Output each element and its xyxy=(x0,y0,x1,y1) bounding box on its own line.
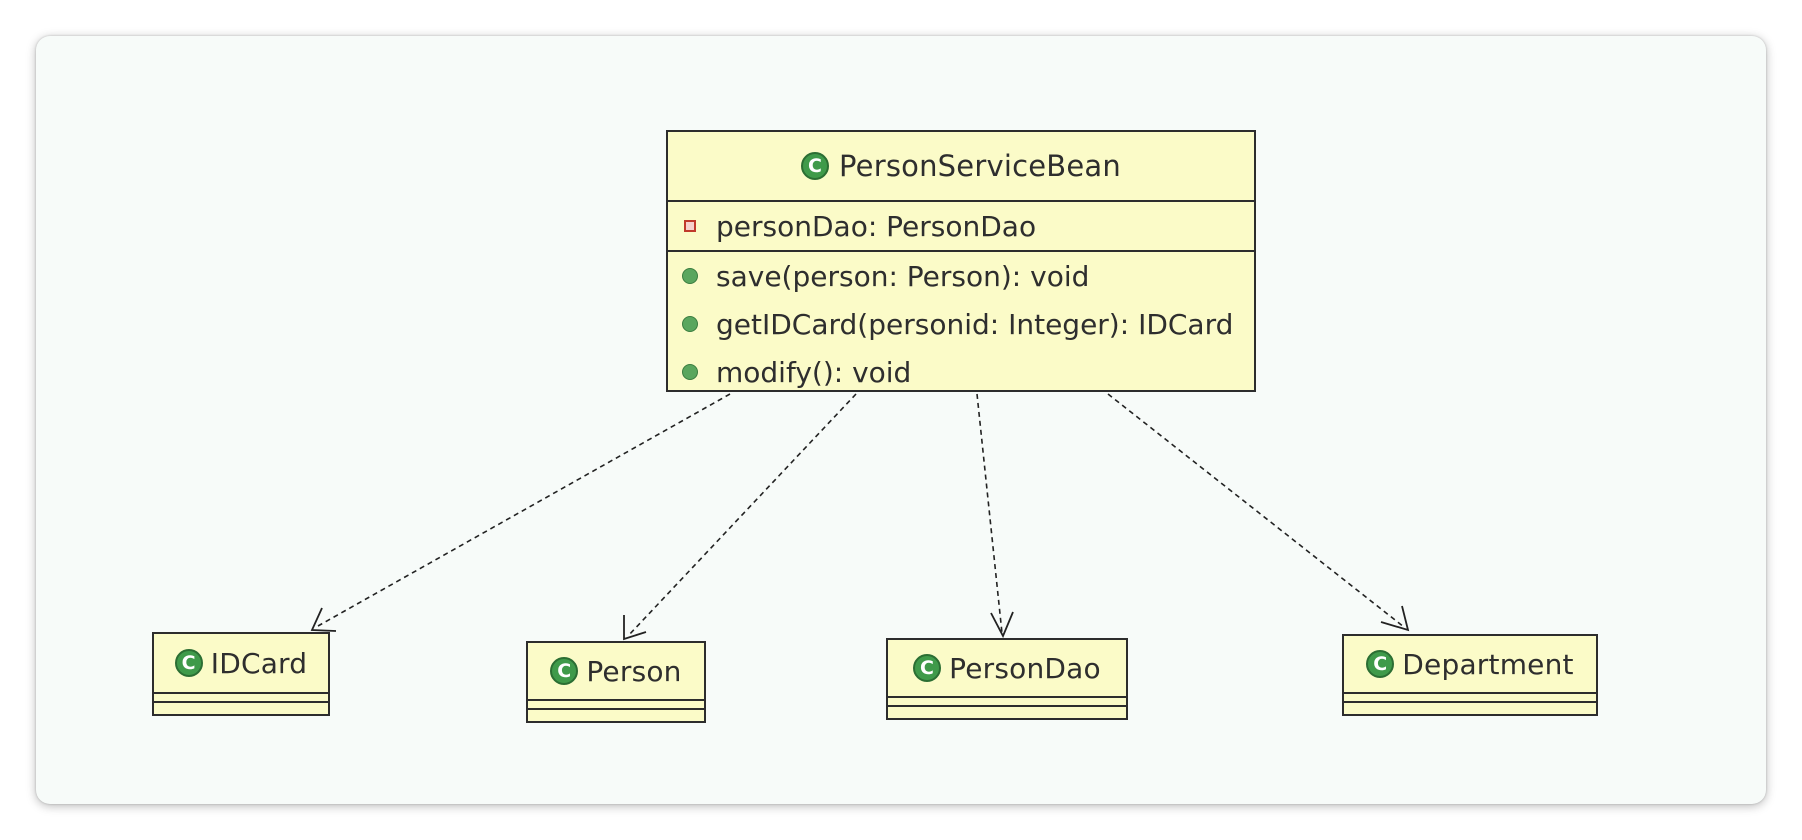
class-box-personservicebean[interactable]: C PersonServiceBean personDao: PersonDao… xyxy=(666,130,1256,392)
class-header: C Person xyxy=(528,643,704,699)
class-box-person[interactable]: C Person xyxy=(526,641,706,723)
class-c-icon: C xyxy=(801,152,830,180)
dependency-line-department xyxy=(1107,393,1405,628)
class-name: Person xyxy=(586,654,682,688)
arrowhead-department xyxy=(1380,605,1410,632)
dependency-arrows xyxy=(310,393,1410,641)
operation-row: save(person: Person): void xyxy=(668,252,1254,300)
class-box-department[interactable]: C Department xyxy=(1342,634,1598,716)
class-c-icon: C xyxy=(550,657,579,685)
class-box-persondao[interactable]: C PersonDao xyxy=(886,638,1128,720)
class-c-icon: C xyxy=(913,654,942,682)
class-c-icon: C xyxy=(1366,650,1395,678)
operations-compartment xyxy=(154,701,328,708)
dependency-line-idcard xyxy=(317,393,731,627)
private-field-icon xyxy=(684,220,696,232)
class-name: IDCard xyxy=(210,646,308,680)
operations-compartment xyxy=(528,708,704,715)
attributes-compartment xyxy=(528,699,704,708)
class-name: PersonServiceBean xyxy=(839,149,1121,183)
class-name: PersonDao xyxy=(949,651,1101,685)
class-header: C IDCard xyxy=(154,634,328,692)
arrowhead-persondao xyxy=(990,611,1014,639)
public-method-icon xyxy=(682,268,698,284)
operations-compartment xyxy=(888,705,1126,712)
attributes-compartment xyxy=(154,692,328,701)
dependency-line-person xyxy=(627,393,857,637)
operation-row: getIDCard(personid: Integer): IDCard xyxy=(668,300,1254,348)
public-method-icon xyxy=(682,364,698,380)
public-method-icon xyxy=(682,316,698,332)
attribute-row: personDao: PersonDao xyxy=(668,202,1254,250)
class-header: C PersonServiceBean xyxy=(668,132,1254,200)
class-header: C Department xyxy=(1344,636,1596,692)
operation-row: modify(): void xyxy=(668,348,1254,396)
class-name: Department xyxy=(1402,647,1574,681)
attributes-section: personDao: PersonDao xyxy=(668,200,1254,250)
class-c-icon: C xyxy=(174,649,203,677)
operations-section: save(person: Person): void getIDCard(per… xyxy=(668,250,1254,396)
diagram-canvas: C PersonServiceBean personDao: PersonDao… xyxy=(36,36,1766,804)
dependency-line-persondao xyxy=(976,393,1003,634)
arrowhead-idcard xyxy=(310,607,337,632)
class-header: C PersonDao xyxy=(888,640,1126,696)
class-box-idcard[interactable]: C IDCard xyxy=(152,632,330,716)
arrowhead-person xyxy=(623,615,647,641)
operations-compartment xyxy=(1344,701,1596,708)
attributes-compartment xyxy=(888,696,1126,705)
attributes-compartment xyxy=(1344,692,1596,701)
